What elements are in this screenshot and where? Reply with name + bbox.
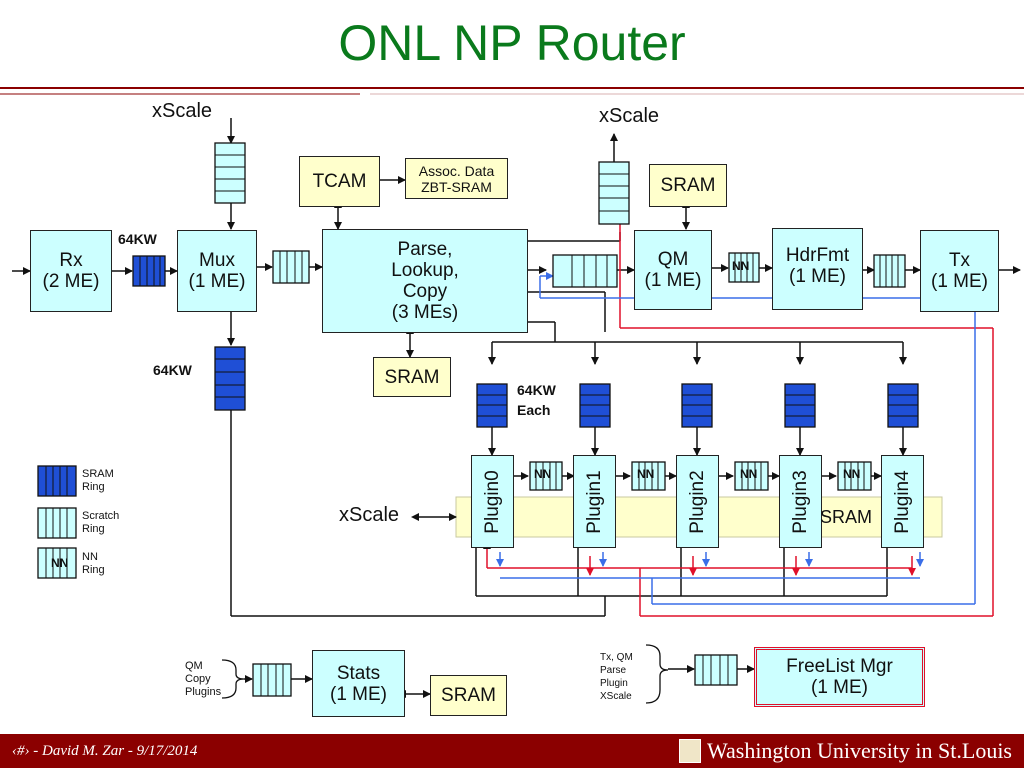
scratch-ring: [552, 254, 618, 288]
mux-box: Mux (1 ME): [177, 230, 257, 312]
xscale-label: xScale: [152, 100, 213, 122]
nn-label: NN: [843, 467, 861, 481]
qm-me-label: (1 ME): [644, 270, 702, 291]
hdrfmt-box: HdrFmt (1 ME): [772, 228, 863, 310]
plugin-label: Plugin2: [686, 469, 708, 534]
sram-ring: [887, 383, 919, 428]
plugin-box: Plugin4: [881, 455, 924, 548]
nn-ring: [631, 461, 666, 491]
sram-band-label: SRAM: [820, 507, 873, 527]
parse-line-3: Copy: [402, 281, 448, 302]
nn-ring: [529, 461, 563, 491]
plugin-label: Plugin1: [583, 469, 605, 534]
tx-box: Tx (1 ME): [920, 230, 999, 312]
footer-right: Washington University in St.Louis: [678, 738, 1012, 764]
legend-scratch-ring: [37, 507, 77, 539]
freelist-label: FreeList Mgr: [786, 656, 893, 677]
plugin-label: Plugin3: [789, 469, 811, 534]
kw-each-label: Each: [517, 402, 551, 418]
page-title: ONL NP Router: [338, 15, 686, 71]
qm-box: QM (1 ME): [634, 230, 712, 310]
footer-left-text: ‹#› - David M. Zar - 9/17/2014: [12, 743, 198, 759]
scratch-ring: [873, 254, 906, 288]
plugin-box: Plugin3: [779, 455, 822, 548]
sram-label: SRAM: [441, 685, 496, 706]
kw-label: 64KW: [517, 382, 556, 398]
footer-bar: ‹#› - David M. Zar - 9/17/2014 Washingto…: [0, 734, 1024, 768]
parse-line-1: Parse,: [397, 239, 453, 260]
hdrfmt-label: HdrFmt: [785, 245, 850, 266]
nn-label: NN: [740, 467, 758, 481]
sram-ring: [681, 383, 713, 428]
sram-ring: [579, 383, 611, 428]
sram-label: SRAM: [660, 175, 716, 196]
parse-line-2: Lookup,: [391, 260, 459, 281]
plugin-label: Plugin0: [481, 469, 503, 534]
assoc-line-1: Assoc. Data: [418, 162, 495, 179]
xscale-label: xScale: [339, 504, 400, 526]
stats-box: Stats (1 ME): [312, 650, 405, 717]
kw-label: 64KW: [153, 362, 192, 378]
freelist-me-label: (1 ME): [811, 677, 868, 698]
nn-label: NN: [732, 259, 750, 273]
rx-label: Rx: [59, 250, 83, 271]
scratch-ring: [598, 161, 630, 225]
freelist-box: FreeList Mgr (1 ME): [754, 647, 925, 707]
stats-sram-box: SRAM: [430, 675, 507, 716]
tcam-box: TCAM: [299, 156, 380, 207]
plugin-box: Plugin1: [573, 455, 616, 548]
mux-label: Mux: [199, 250, 235, 271]
plugin-box: Plugin0: [471, 455, 514, 548]
parse-sram-box: SRAM: [373, 357, 451, 397]
legend-nn-ring: [37, 547, 77, 579]
kw-label: 64KW: [118, 231, 157, 247]
nn-ring: [728, 252, 760, 283]
legend-sram-ring: [37, 465, 77, 497]
hdrfmt-me-label: (1 ME): [789, 266, 846, 287]
scratch-ring: [272, 250, 310, 284]
parse-box: Parse, Lookup, Copy (3 MEs): [322, 229, 528, 333]
nn-ring: [734, 461, 769, 491]
scratch-ring: [214, 142, 246, 204]
plugin-box: Plugin2: [676, 455, 719, 548]
scratch-ring: [252, 663, 292, 697]
xscale-label: xScale: [599, 105, 660, 127]
nn-label: NN: [534, 467, 552, 481]
tx-label: Tx: [948, 250, 971, 271]
qm-label: QM: [657, 249, 689, 270]
rx-me-label: (2 ME): [42, 271, 100, 292]
sram-ring: [132, 255, 166, 287]
nn-label: NN: [51, 556, 69, 570]
nn-label: NN: [637, 467, 655, 481]
tx-me-label: (1 ME): [931, 271, 988, 292]
sram-ring: [784, 383, 816, 428]
stats-label: Stats: [336, 662, 381, 684]
footer-right-text: Washington University in St.Louis: [706, 738, 1012, 763]
plugin-label: Plugin4: [891, 469, 913, 534]
stats-me-label: (1 ME): [330, 683, 387, 705]
assoc-data-box: Assoc. Data ZBT-SRAM: [405, 158, 508, 199]
scratch-ring: [694, 654, 738, 686]
university-crest-icon: [678, 739, 701, 763]
sram-label: SRAM: [384, 366, 440, 388]
sram-ring: [476, 383, 508, 428]
qm-sram-box: SRAM: [649, 164, 727, 207]
rx-box: Rx (2 ME): [30, 230, 112, 312]
sram-ring: [214, 346, 246, 411]
nn-ring: [837, 461, 872, 491]
assoc-line-2: ZBT-SRAM: [421, 178, 492, 195]
parse-line-4: (3 MEs): [391, 302, 459, 323]
tcam-label: TCAM: [312, 171, 367, 192]
mux-me-label: (1 ME): [188, 271, 246, 292]
